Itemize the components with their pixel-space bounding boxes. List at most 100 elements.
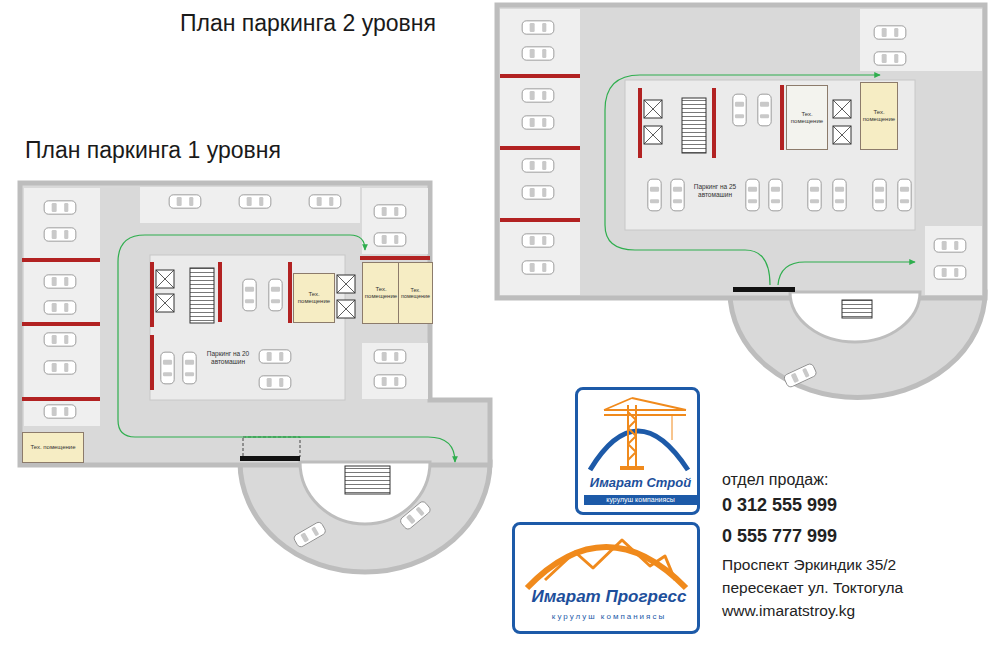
core — [625, 80, 915, 230]
traffic-arrow — [605, 75, 880, 285]
car — [522, 234, 554, 247]
car — [259, 350, 291, 363]
car — [169, 195, 201, 208]
car — [522, 116, 554, 129]
wall — [22, 322, 100, 326]
plan-title: План паркинга 1 уровня — [25, 137, 355, 165]
gate — [240, 456, 300, 461]
core — [150, 255, 345, 400]
sales-heading: отдел продаж: — [722, 470, 828, 489]
lift — [156, 270, 174, 288]
wall — [780, 85, 784, 150]
level1-floor — [20, 183, 490, 572]
car — [259, 376, 291, 389]
lift — [833, 126, 851, 144]
parking-bays — [24, 188, 100, 426]
car — [874, 26, 906, 39]
car — [522, 186, 554, 199]
car — [44, 361, 76, 374]
car — [44, 201, 76, 214]
company-subtitle: курулуш компаниясы — [523, 612, 695, 622]
tech-room: Тех. помещение — [22, 432, 84, 463]
plan-title: План паркинга 2 уровня — [180, 10, 495, 38]
room-label: Тех. помещение — [364, 286, 398, 300]
car — [243, 279, 256, 311]
gate — [733, 287, 795, 292]
lift — [156, 294, 174, 312]
car — [934, 266, 966, 279]
parking-capacity: Паркинг на 25 автомашин — [689, 183, 741, 199]
car — [833, 179, 846, 211]
wall — [712, 88, 716, 158]
lift — [644, 126, 662, 144]
car — [374, 350, 406, 363]
room-label: Тех. помещение — [30, 444, 75, 451]
car — [522, 159, 554, 172]
traffic-arrow — [778, 262, 915, 285]
company-logo: Имарат Прогресс курулуш компаниясы — [512, 522, 700, 634]
parking-plan: План паркинга 1 уровняПаркинг на 20 авто… — [15, 135, 495, 575]
lift — [156, 294, 174, 312]
traffic-arrow — [245, 437, 455, 462]
stairs — [842, 300, 872, 318]
car — [934, 239, 966, 252]
wall — [500, 74, 580, 78]
lift — [644, 126, 662, 144]
wall — [150, 262, 154, 327]
car — [44, 405, 76, 418]
crane-base — [620, 466, 644, 470]
car — [44, 301, 76, 314]
car — [293, 521, 327, 548]
company-name: Имарат Строй — [583, 475, 698, 491]
wall — [22, 258, 100, 262]
car — [239, 195, 271, 208]
lift — [644, 100, 662, 118]
ramp — [240, 462, 490, 572]
wall — [288, 262, 292, 323]
tech-room: Тех. помещение — [362, 262, 400, 324]
car — [44, 333, 76, 346]
car — [374, 233, 406, 246]
floor-outline — [20, 183, 490, 465]
room-label: Тех. помещение — [788, 111, 826, 125]
room-label: Тех. помещение — [400, 287, 431, 299]
car — [269, 279, 282, 311]
stairs — [345, 466, 390, 494]
car — [873, 179, 886, 211]
car — [309, 195, 341, 208]
car — [808, 179, 821, 211]
company-name: Имарат Прогресс — [519, 587, 699, 607]
wall — [638, 88, 642, 158]
parking-bays — [140, 187, 360, 223]
room-label: Тех. помещение — [862, 109, 896, 123]
ramp-island — [790, 292, 920, 342]
car — [671, 179, 684, 211]
wall — [500, 218, 580, 222]
car — [374, 375, 406, 388]
tech-room: Тех. помещение — [398, 262, 433, 324]
car — [522, 47, 554, 60]
address: пересекает ул. Токтогула — [722, 579, 903, 598]
car — [522, 89, 554, 102]
wall — [150, 335, 154, 390]
car — [522, 21, 554, 34]
level2-floor — [497, 5, 985, 397]
tech-room: Тех. помещение — [293, 273, 335, 323]
lift — [337, 275, 355, 293]
lift — [833, 100, 851, 118]
parking-bays — [362, 343, 428, 399]
logo-dome — [590, 431, 688, 470]
lift — [337, 300, 355, 318]
car — [874, 52, 906, 65]
logo-mountains — [545, 540, 675, 580]
logo-art — [527, 398, 688, 588]
car — [161, 352, 174, 384]
room-label: Тех. помещение — [295, 291, 333, 305]
car — [399, 500, 432, 531]
gate-zone — [243, 437, 300, 457]
car — [783, 363, 817, 388]
tech-room: Тех. помещение — [786, 85, 828, 150]
lift — [156, 270, 174, 288]
crane-jib — [604, 398, 686, 415]
